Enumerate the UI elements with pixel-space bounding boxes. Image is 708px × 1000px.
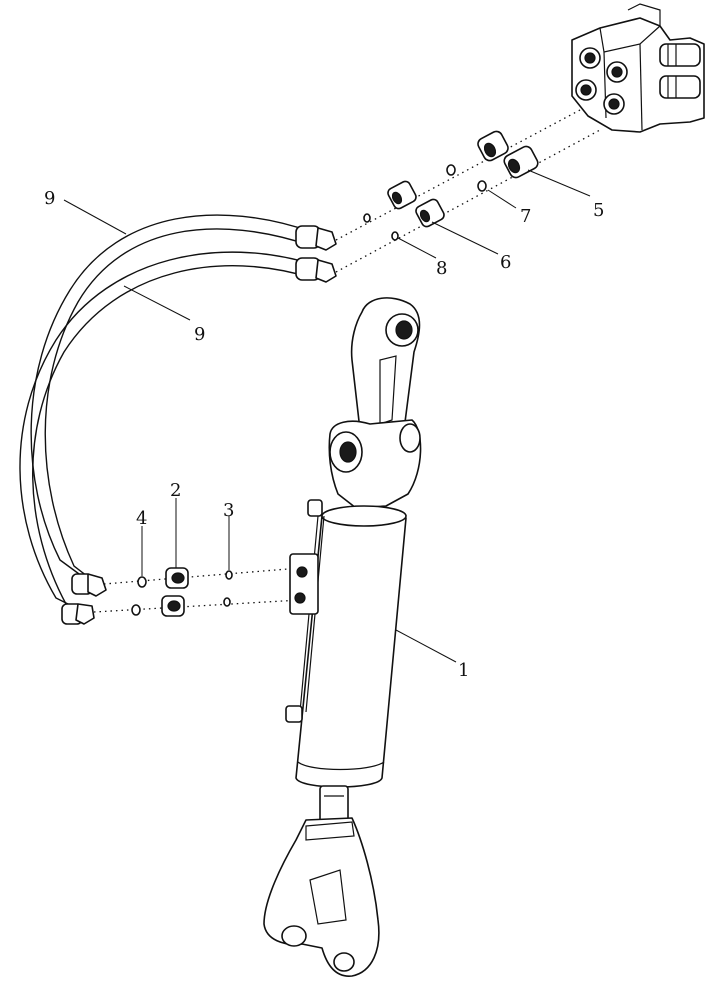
o-ring-8-upper	[363, 213, 371, 223]
callout-9-lower: 9	[194, 324, 205, 345]
o-ring-8-lower	[391, 231, 399, 241]
callout-7: 7	[520, 206, 531, 227]
assembly-lines	[93, 109, 601, 613]
adapter-fitting-6-upper	[387, 180, 417, 210]
hydraulic-hoses	[19, 214, 313, 615]
o-ring-4-upper	[137, 576, 147, 588]
adapter-fitting-6-lower	[415, 198, 445, 228]
leader-lines	[63, 169, 591, 663]
adapter-fitting-2-upper	[165, 567, 189, 589]
hose-end-fitting-cylinder-upper	[71, 573, 107, 597]
hydraulic-cylinder	[263, 297, 422, 977]
callout-3: 3	[223, 500, 234, 521]
callout-5: 5	[593, 200, 604, 221]
o-ring-3-upper	[225, 570, 233, 580]
o-ring-4-lower	[131, 604, 141, 616]
control-valve	[571, 3, 705, 133]
callout-9-upper: 9	[44, 188, 55, 209]
hose-end-fitting-cylinder-lower	[61, 603, 95, 625]
o-ring-7-upper	[446, 164, 456, 176]
adapter-fitting-2-lower	[161, 595, 185, 617]
hose-end-fitting-lower	[295, 257, 337, 283]
adapter-fitting-5-upper	[477, 130, 509, 162]
o-ring-3-lower	[223, 597, 231, 607]
callout-2: 2	[170, 480, 181, 501]
o-ring-7-lower	[477, 180, 487, 192]
callout-1: 1	[458, 660, 469, 681]
callout-6: 6	[500, 252, 511, 273]
callout-4: 4	[136, 508, 147, 529]
adapter-fitting-5-lower	[503, 145, 539, 179]
callout-8: 8	[436, 258, 447, 279]
hose-end-fitting-upper	[295, 225, 337, 251]
